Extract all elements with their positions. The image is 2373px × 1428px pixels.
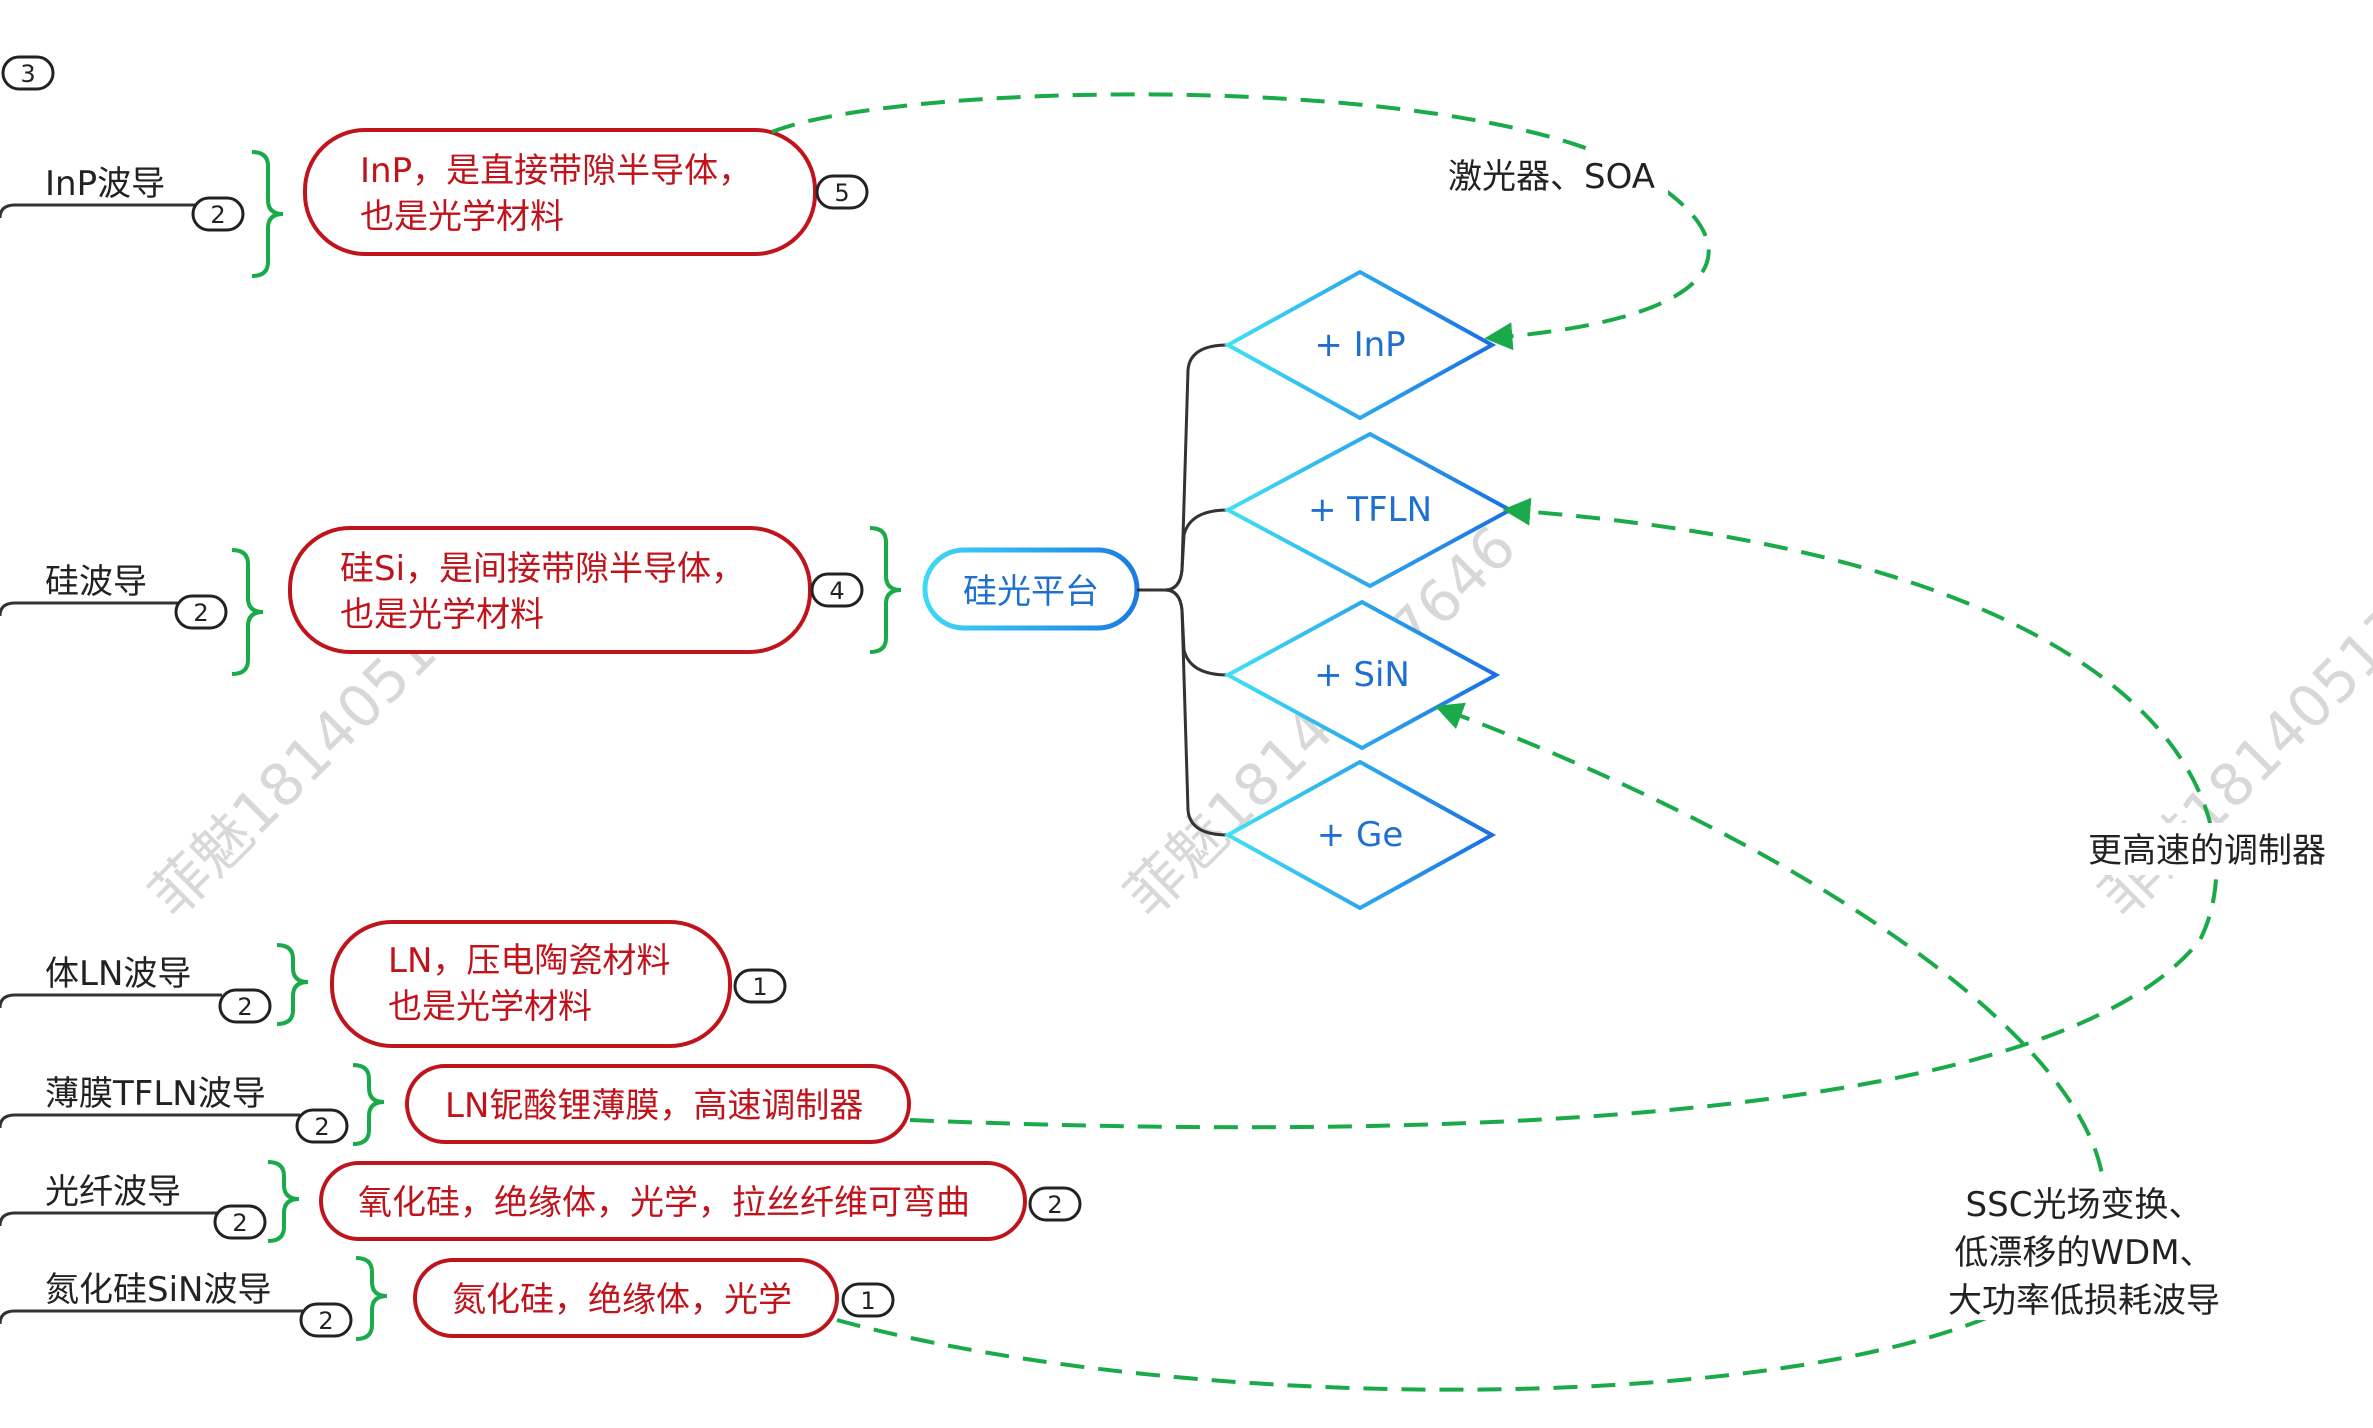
branch-ln-count-text: 2 (237, 993, 252, 1021)
branch-ln-brace (276, 943, 309, 1026)
branch-inp[interactable]: InP波导 2 InP，是直接带隙半导体， 也是光学材料 5 (0, 128, 869, 278)
platform-connectors (1137, 343, 1229, 837)
branch-sin-brace (355, 1256, 388, 1341)
diamond-sin-label: + SiN (1314, 655, 1410, 695)
branch-si-count-text: 2 (193, 599, 208, 627)
branch-tfln-brace (352, 1063, 385, 1146)
branch-inp-count-text: 2 (210, 201, 225, 229)
branch-inp-desc-badge[interactable]: 5 (815, 174, 869, 210)
branch-inp-count-badge[interactable]: 2 (191, 196, 245, 232)
branch-inp-desc-line1: InP，是直接带隙半导体， (360, 151, 752, 191)
branch-si-count-badge[interactable]: 2 (174, 594, 228, 630)
branch-tfln-count-text: 2 (314, 1113, 329, 1141)
branch-ln-desc-line1: LN，压电陶瓷材料 (388, 941, 670, 981)
diamond-sin[interactable]: + SiN (1223, 599, 1501, 751)
branch-si-label: 硅波导 (45, 562, 147, 602)
relation-label-modulator[interactable]: 更高速的调制器 (2075, 823, 2335, 875)
relation-label-ssc-line3: 大功率低损耗波导 (1948, 1281, 2220, 1321)
branch-inp-label: InP波导 (45, 164, 165, 204)
relation-label-laser[interactable]: 激光器、SOA (1438, 150, 1668, 200)
branch-si[interactable]: 硅波导 2 硅Si，是间接带隙半导体， 也是光学材料 4 (0, 526, 902, 676)
branch-sin-desc-badge[interactable]: 1 (841, 1282, 895, 1318)
branch-si-desc-line2: 也是光学材料 (340, 595, 544, 635)
platform-node-label: 硅光平台 (963, 572, 1099, 612)
branch-sin-desc-box[interactable] (413, 1258, 839, 1338)
branch-fiber-count-text: 2 (232, 1209, 247, 1237)
diamond-ge[interactable]: + Ge (1223, 759, 1497, 911)
relation-label-ssc-line1: SSC光场变换、 (1966, 1185, 2203, 1225)
top-count-badge[interactable]: 3 (1, 55, 55, 91)
branch-fiber-desc-box[interactable] (319, 1161, 1027, 1241)
branch-si-desc-box[interactable] (288, 526, 812, 654)
branch-fiber-desc-line1: 氧化硅，绝缘体，光学，拉丝纤维可弯曲 (358, 1183, 970, 1223)
relation-modulator[interactable] (909, 497, 2219, 1130)
relation-label-modulator-text: 更高速的调制器 (2088, 831, 2326, 871)
branch-fiber-count-badge[interactable]: 2 (213, 1204, 267, 1240)
branch-ln-desc-badge[interactable]: 1 (733, 968, 787, 1004)
branch-inp-brace (251, 150, 284, 278)
branch-tfln-desc-line1: LN铌酸锂薄膜，高速调制器 (445, 1086, 863, 1126)
branch-sin-count-text: 2 (318, 1307, 333, 1335)
branch-si-desc-badge[interactable]: 4 (810, 572, 864, 608)
relation-laser[interactable] (771, 92, 1711, 351)
relation-ssc[interactable] (836, 702, 2106, 1392)
branch-ln-desc-box[interactable] (330, 920, 732, 1048)
diamond-inp[interactable]: + InP (1223, 269, 1497, 421)
platform-brace (869, 526, 902, 654)
branch-ln[interactable]: 体LN波导 2 LN，压电陶瓷材料 也是光学材料 1 (0, 920, 787, 1048)
branch-tfln-label: 薄膜TFLN波导 (45, 1074, 266, 1114)
diamond-ge-label: + Ge (1317, 815, 1404, 855)
relation-label-ssc-line2: 低漂移的WDM、 (1954, 1233, 2213, 1273)
branch-tfln-desc-box[interactable] (405, 1064, 911, 1144)
branch-si-desc-badge-text: 4 (829, 577, 844, 605)
branch-ln-desc-line2: 也是光学材料 (388, 987, 592, 1027)
relation-label-laser-text: 激光器、SOA (1448, 157, 1655, 197)
branch-tfln-count-badge[interactable]: 2 (295, 1108, 349, 1144)
branch-inp-desc-badge-text: 5 (834, 179, 849, 207)
branch-ln-desc-badge-text: 1 (752, 973, 767, 1001)
relationships (771, 92, 2219, 1392)
branch-sin-label: 氮化硅SiN波导 (45, 1270, 271, 1310)
branch-inp-desc-box[interactable] (303, 128, 817, 256)
platform-node[interactable]: 硅光平台 (922, 547, 1140, 631)
top-count-badge-text: 3 (20, 60, 35, 88)
branch-tfln[interactable]: 薄膜TFLN波导 2 LN铌酸锂薄膜，高速调制器 (0, 1063, 911, 1146)
branch-fiber-brace (267, 1160, 300, 1243)
branch-sin-desc-line1: 氮化硅，绝缘体，光学 (452, 1280, 792, 1320)
relation-label-ssc[interactable]: SSC光场变换、 低漂移的WDM、 大功率低损耗波导 (1935, 1180, 2235, 1321)
branch-sin[interactable]: 氮化硅SiN波导 2 氮化硅，绝缘体，光学 1 (0, 1256, 895, 1341)
branch-si-desc-line1: 硅Si，是间接带隙半导体， (340, 549, 745, 589)
branch-si-brace (231, 548, 264, 676)
diamond-inp-label: + InP (1314, 325, 1405, 365)
branch-fiber[interactable]: 光纤波导 2 氧化硅，绝缘体，光学，拉丝纤维可弯曲 2 (0, 1160, 1082, 1243)
branch-fiber-label: 光纤波导 (45, 1172, 181, 1212)
branch-fiber-desc-badge-text: 2 (1047, 1191, 1062, 1219)
branch-sin-count-badge[interactable]: 2 (299, 1302, 353, 1338)
branch-sin-desc-badge-text: 1 (860, 1287, 875, 1315)
diamond-tfln-label: + TFLN (1308, 490, 1432, 530)
branch-ln-count-badge[interactable]: 2 (218, 988, 272, 1024)
branch-fiber-desc-badge[interactable]: 2 (1028, 1186, 1082, 1222)
branch-ln-label: 体LN波导 (45, 954, 191, 994)
branch-inp-desc-line2: 也是光学材料 (360, 197, 564, 237)
